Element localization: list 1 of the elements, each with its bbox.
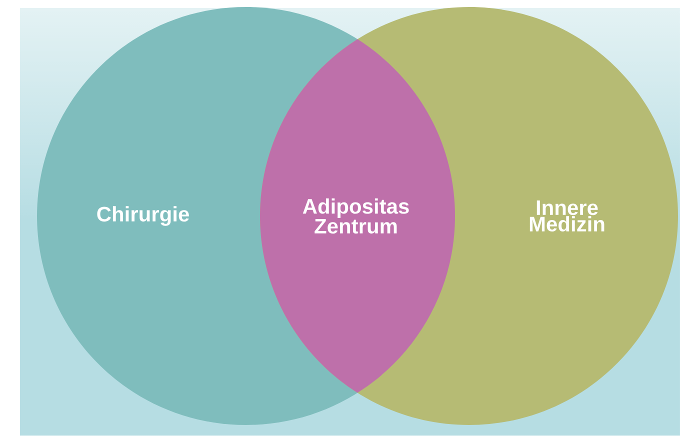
overlap-area: Adipositas Zentrum [302, 198, 409, 234]
